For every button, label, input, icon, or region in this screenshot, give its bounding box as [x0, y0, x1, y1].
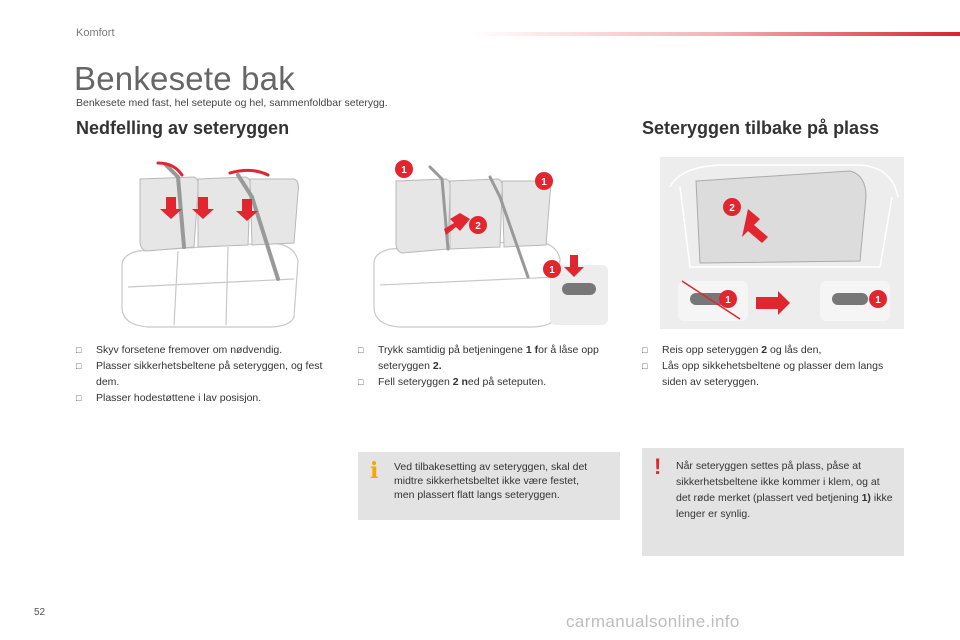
illustration-fold-back: 2 1 1	[660, 157, 904, 329]
checkbox-bullet-icon: □	[76, 345, 82, 355]
heading-fold-down: Nedfelling av seteryggen	[76, 118, 290, 138]
checkbox-bullet-icon: □	[358, 377, 364, 387]
list-item: □ Trykk samtidig på betjeningene 1 for å…	[358, 344, 599, 372]
callout-1-b: 1	[541, 177, 547, 188]
fold-down-steps: □ Skyv forsetene fremover om nødvendig. …	[76, 342, 338, 406]
list-item: □ Fell seteryggen 2 ned på seteputen.	[358, 376, 547, 388]
page-subtitle: Benkesete med fast, hel setepute og hel,…	[76, 97, 388, 109]
illustration-belts-headrests	[118, 157, 320, 329]
warning-box: ! Når seteryggen settes på plass, påse a…	[642, 448, 904, 556]
section-tag: Komfort	[76, 27, 115, 39]
list-item: □ Plasser hodestøttene i lav posisjon.	[76, 392, 262, 404]
list-item: □ Lås opp sikkehetsbeltene og plasser de…	[642, 360, 884, 388]
list-item: □ Reis opp seteryggen 2 og lås den,	[642, 344, 822, 356]
unlock-steps: □ Trykk samtidig på betjeningene 1 for å…	[358, 342, 620, 390]
checkbox-bullet-icon: □	[358, 345, 364, 355]
checkbox-bullet-icon: □	[642, 345, 648, 355]
warning-icon: !	[654, 454, 662, 479]
warning-text: Når seteryggen settes på plass, påse at …	[676, 460, 893, 520]
callout-1-a: 1	[401, 165, 407, 176]
callout-2-right: 2	[729, 203, 735, 214]
heading-fold-back: Seteryggen tilbake på plass	[642, 118, 880, 138]
page-title: Benkesete bak	[74, 60, 295, 97]
header-rule	[470, 32, 960, 36]
fold-back-steps: □ Reis opp seteryggen 2 og lås den, □ Lå…	[642, 342, 904, 390]
callout-1-right-b: 1	[875, 295, 881, 306]
callout-2: 2	[475, 221, 481, 232]
info-icon: i	[370, 458, 379, 484]
list-item: □ Skyv forsetene fremover om nødvendig.	[76, 344, 283, 356]
callout-1-c: 1	[549, 265, 555, 276]
list-item: □ Plasser sikkerhetsbeltene på seterygge…	[76, 360, 323, 388]
info-box: i Ved tilbakesetting av seteryggen, skal…	[358, 452, 620, 520]
page-number: 52	[34, 607, 46, 618]
info-text: Ved tilbakesetting av seteryggen, skal d…	[394, 461, 588, 501]
checkbox-bullet-icon: □	[76, 361, 82, 371]
checkbox-bullet-icon: □	[76, 393, 82, 403]
callout-1-right-a: 1	[725, 295, 731, 306]
checkbox-bullet-icon: □	[642, 361, 648, 371]
illustration-fold-down: 1 1 2 1	[360, 157, 616, 329]
watermark: carmanualsonline.info	[566, 612, 740, 631]
